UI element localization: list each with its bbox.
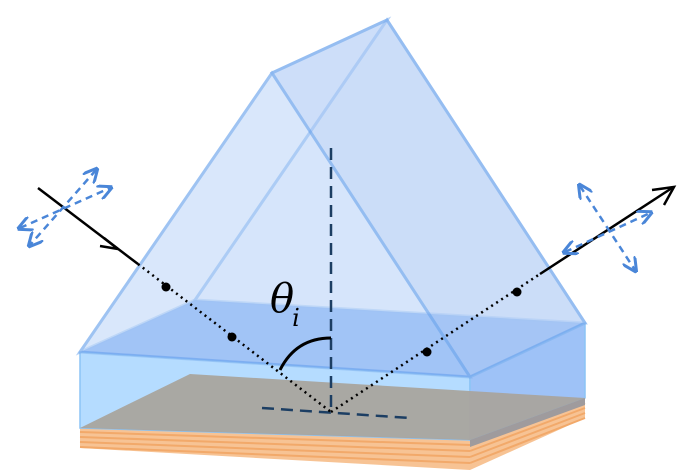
substrate-stripes <box>79 398 586 470</box>
incident-point <box>161 282 171 292</box>
incident-polarization-icon <box>20 170 110 245</box>
reflected-point <box>422 347 432 357</box>
incident-point <box>227 332 237 342</box>
prism <box>75 16 588 379</box>
angle-arc <box>278 336 332 371</box>
interface-line <box>261 406 411 420</box>
incident-arrow-icon <box>99 237 119 251</box>
substrate-layer <box>80 374 585 440</box>
angle-label: θi <box>270 276 300 332</box>
reflected-arrow-icon <box>651 185 677 206</box>
reflected-point <box>512 287 522 297</box>
reflected-polarization-icon <box>565 186 650 270</box>
